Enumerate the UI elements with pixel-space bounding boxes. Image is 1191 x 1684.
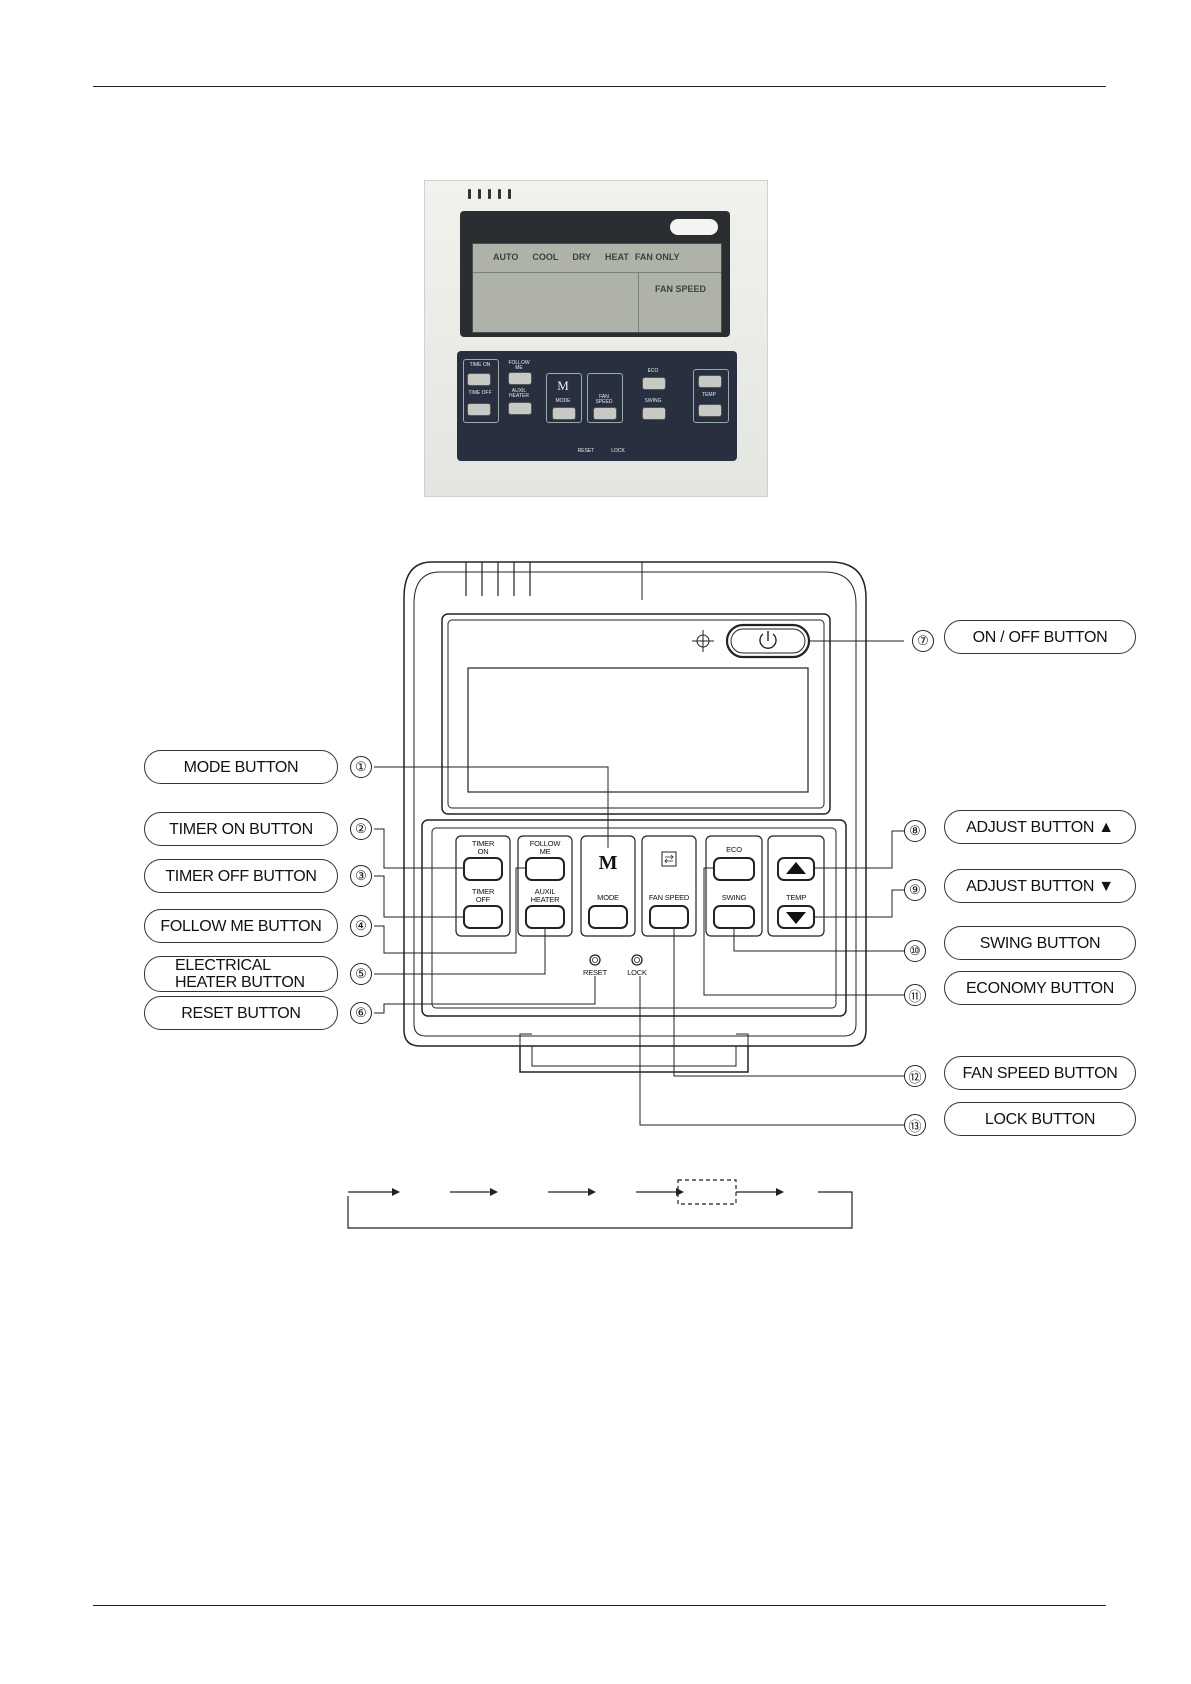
callout-mode-button: MODE BUTTON <box>144 750 338 784</box>
footer-rule <box>93 1605 1106 1606</box>
key-label-swing: SWING <box>721 893 747 902</box>
key-label-lock: LOCK <box>627 968 647 977</box>
photo-label-follow-me: FOLLOW ME <box>508 360 530 371</box>
photo-key-timer-off <box>467 403 491 416</box>
lcd-fan-speed: FAN SPEED <box>655 284 707 294</box>
key-group <box>587 373 623 423</box>
callout-lock-button: LOCK BUTTON <box>944 1102 1136 1136</box>
callout-fan-speed-button: FAN SPEED BUTTON <box>944 1056 1136 1090</box>
lcd-display: AUTO COOL DRY HEAT FAN ONLY FAN SPEED <box>472 243 722 333</box>
photo-label-auxil-heater: AUXIL HEATER <box>509 388 529 399</box>
callout-number: ⑨ <box>904 879 926 901</box>
callout-number: ⑧ <box>904 820 926 842</box>
lcd-divider <box>638 272 639 332</box>
callout-reset-button: RESET BUTTON <box>144 996 338 1030</box>
callout-swing-button: SWING BUTTON <box>944 926 1136 960</box>
key-label-follow-me: FOLLOW ME <box>529 839 561 856</box>
callout-number: ① <box>350 756 372 778</box>
photo-key-temp-down <box>698 404 722 417</box>
photo-label-mode-symbol: M <box>557 378 569 393</box>
lcd-divider <box>473 272 721 273</box>
photo-key-swing <box>642 407 666 420</box>
key-group <box>693 369 729 423</box>
callout-timer-off-button: TIMER OFF BUTTON <box>144 859 338 893</box>
screen-frame: AUTO COOL DRY HEAT FAN ONLY FAN SPEED <box>460 211 730 337</box>
lcd-mode-row: AUTO COOL DRY HEAT FAN ONLY <box>493 252 680 262</box>
photo-key-panel: TIME ON TIME OFF FOLLOW ME AUXIL HEATER … <box>457 351 737 461</box>
photo-label-mode: MODE <box>555 398 571 404</box>
photo-label-timer-on: TIME ON <box>469 362 491 368</box>
photo-label-fan-speed: FAN SPEED <box>595 394 613 405</box>
photo-key-eco <box>642 377 666 390</box>
key-label-auxil-heater: AUXIL HEATER <box>530 887 560 904</box>
photo-key-timer-on <box>467 373 491 386</box>
photo-key-follow-me <box>508 372 532 385</box>
lcd-mode-fan-only: FAN ONLY <box>634 252 680 262</box>
callout-number: ④ <box>350 915 372 937</box>
callout-number: ③ <box>350 865 372 887</box>
photo-label-swing: SWING <box>644 398 662 404</box>
callout-electrical-heater-line1: ELECTRICAL <box>175 957 271 974</box>
callout-economy-button: ECONOMY BUTTON <box>944 971 1136 1005</box>
lcd-mode-auto: AUTO <box>493 252 519 262</box>
photo-label-reset: RESET <box>577 448 595 454</box>
photo-onoff-key <box>670 219 718 235</box>
lcd-mode-cool: COOL <box>532 252 559 262</box>
callout-number: ⑤ <box>350 963 372 985</box>
key-group <box>463 359 499 423</box>
callout-number: ⑪ <box>904 984 926 1006</box>
key-label-fan-speed: FAN SPEED <box>648 893 690 902</box>
callout-number: ⑬ <box>904 1114 926 1136</box>
photo-label-temp: TEMP <box>702 392 716 398</box>
photo-key-temp-up <box>698 375 722 388</box>
vent-slots <box>468 189 511 199</box>
photo-label-lock: LOCK <box>611 448 625 454</box>
callout-timer-on-button: TIMER ON BUTTON <box>144 812 338 846</box>
key-label-mode-symbol: M <box>598 852 618 874</box>
key-group <box>546 373 582 423</box>
key-label-reset: RESET <box>582 968 607 977</box>
callout-adjust-down-button: ADJUST BUTTON ▼ <box>944 869 1136 903</box>
photo-key-mode <box>552 407 576 420</box>
key-label-timer-off: TIMER OFF <box>471 887 495 904</box>
key-label-mode: MODE <box>597 893 619 902</box>
callout-electrical-heater-button: ELECTRICAL HEATER BUTTON <box>144 956 338 992</box>
callout-on-off-button: ON / OFF BUTTON <box>944 620 1136 654</box>
photo-key-auxil-heater <box>508 402 532 415</box>
callout-number: ⑫ <box>904 1065 926 1087</box>
lcd-mode-dry: DRY <box>572 252 592 262</box>
lcd-mode-heat: HEAT <box>605 252 629 262</box>
photo-key-fan-speed <box>593 407 617 420</box>
header-rule <box>93 86 1106 87</box>
key-label-eco: ECO <box>726 845 742 854</box>
controller-photo: AUTO COOL DRY HEAT FAN ONLY FAN SPEED TI… <box>424 180 768 497</box>
photo-label-eco: ECO <box>647 368 659 374</box>
callout-number: ⑥ <box>350 1002 372 1024</box>
callout-electrical-heater-line2: HEATER BUTTON <box>175 974 305 991</box>
key-label-temp: TEMP <box>785 893 807 902</box>
callout-number: ⑦ <box>912 630 934 652</box>
callout-number: ② <box>350 818 372 840</box>
callout-number: ⑩ <box>904 940 926 962</box>
photo-label-timer-off: TIME OFF <box>468 390 492 396</box>
callout-adjust-up-button: ADJUST BUTTON ▲ <box>944 810 1136 844</box>
callout-follow-me-button: FOLLOW ME BUTTON <box>144 909 338 943</box>
key-label-timer-on: TIMER ON <box>471 839 495 856</box>
